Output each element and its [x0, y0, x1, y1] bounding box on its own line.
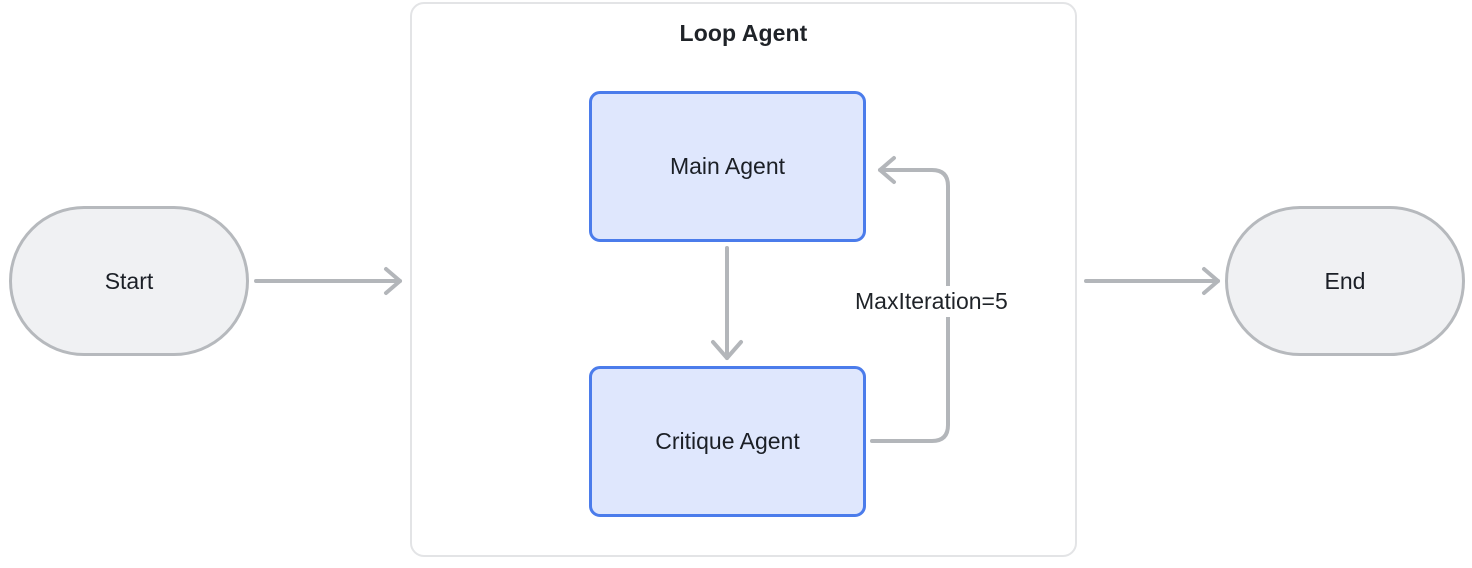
node-end-label: End: [1324, 267, 1366, 294]
edge-label-max-iteration: MaxIteration=5: [849, 286, 1014, 317]
node-end[interactable]: End: [1225, 206, 1465, 356]
edge-start-to-loop: [254, 267, 402, 295]
node-critique-agent[interactable]: Critique Agent: [589, 366, 866, 517]
edge-loop-to-end: [1084, 267, 1220, 295]
node-main-agent[interactable]: Main Agent: [589, 91, 866, 242]
container-loop-agent[interactable]: Loop Agent: [410, 2, 1077, 557]
node-start[interactable]: Start: [9, 206, 249, 356]
container-loop-agent-title: Loop Agent: [679, 20, 808, 46]
node-main-agent-label: Main Agent: [669, 153, 786, 179]
node-critique-agent-label: Critique Agent: [655, 428, 800, 454]
node-start-label: Start: [104, 267, 154, 294]
